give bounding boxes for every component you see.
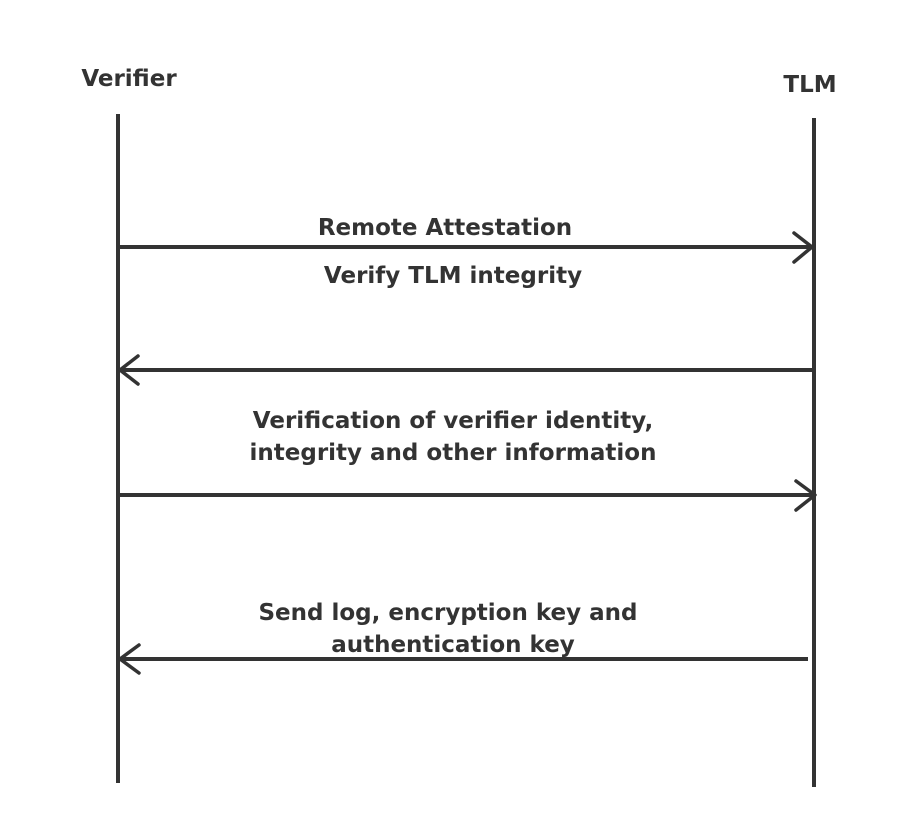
message-1-label: Remote Attestation: [318, 215, 572, 241]
actor-label-tlm: TLM: [783, 72, 836, 98]
message-1-arrowhead: [792, 231, 814, 264]
message-4-label-line-2: authentication key: [331, 632, 575, 658]
message-2-arrowhead: [118, 354, 140, 386]
message-4-arrowhead: [118, 643, 141, 675]
message-4-label-line-1: Send log, encryption key and: [258, 600, 637, 626]
message-2-label: Verify TLM integrity: [324, 263, 582, 289]
actor-label-verifier: Verifier: [81, 66, 177, 92]
message-3-label-line-1: Verification of verifier identity,: [253, 408, 653, 434]
message-3-arrowhead: [794, 479, 817, 512]
message-3-label-line-2: integrity and other information: [250, 440, 657, 466]
